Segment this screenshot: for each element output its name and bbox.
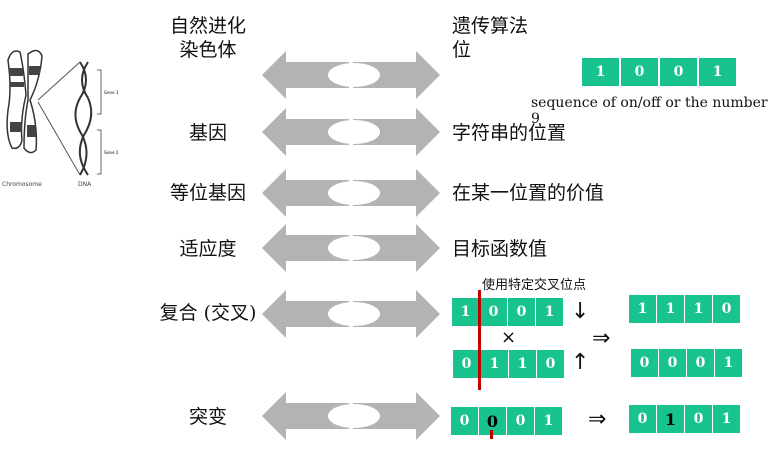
chromosome-label: Chromosome [2, 181, 42, 188]
double-arrow-icon [262, 392, 440, 440]
label-mutation: 突变 [188, 406, 227, 428]
double-arrow-icon [262, 224, 440, 272]
label-gene: 基因 [188, 122, 227, 144]
parent-2-bits: 0 1 1 0 [453, 350, 564, 378]
bit: 0 [659, 349, 686, 377]
down-arrow-icon: ↓ [571, 299, 590, 324]
bit: 0 [453, 350, 480, 378]
mutated-bit: 1 [657, 405, 684, 433]
bit: 1 [509, 350, 536, 378]
label-crossover: 复合 (交叉) [159, 302, 257, 324]
crossover-point-label: 使用特定交叉位点 [482, 278, 587, 293]
bit-text: 位 [452, 39, 472, 61]
child-2-bits: 0 0 0 1 [631, 349, 742, 377]
sequence-bits: 1 0 0 1 [582, 58, 736, 86]
label-string-position: 字符串的位置 [452, 122, 567, 144]
gene-2-label: Gene 2 [104, 150, 119, 155]
bit: 1 [629, 295, 656, 323]
bit: 0 [660, 58, 697, 86]
header-text: 自然进化 [169, 15, 246, 37]
cross-symbol: × [501, 327, 517, 348]
dna-label: DNA [78, 181, 92, 188]
label-objective-value: 目标函数值 [452, 238, 548, 260]
bit: 0 [508, 298, 535, 326]
sequence-caption: sequence of on/off or the number 9 [531, 95, 768, 127]
bit: 0 [631, 349, 658, 377]
bit: 0 [507, 407, 534, 435]
bit: 1 [481, 350, 508, 378]
bit: 1 [715, 349, 742, 377]
up-arrow-icon: ↑ [571, 350, 590, 375]
bit: 0 [713, 295, 740, 323]
bit: 0 [537, 350, 564, 378]
label-allele: 等位基因 [169, 182, 246, 204]
bit: 0 [687, 349, 714, 377]
double-arrow-icon [262, 108, 440, 156]
chromosome-dna-illustration: Gene 1 Gene 2 Chromosome DNA [2, 49, 119, 188]
bit: 0 [629, 405, 656, 433]
child-1-bits: 1 1 1 0 [629, 295, 740, 323]
mutation-before-bits: 0 0 0 1 [451, 407, 562, 435]
bit: 1 [536, 298, 563, 326]
mutation-after-bits: 0 1 0 1 [629, 405, 740, 433]
implies-arrow-icon: ⇒ [588, 407, 607, 432]
header-natural-evolution: 自然进化染色体 [128, 14, 288, 62]
double-arrow-icon [262, 169, 440, 217]
crossover-cut-line [478, 290, 481, 390]
header-text: 遗传算法 [452, 15, 529, 37]
bit: 1 [452, 298, 479, 326]
header-genetic-algorithm: 遗传算法位 [452, 14, 528, 62]
bit: 1 [699, 58, 736, 86]
label-fitness: 适应度 [179, 238, 237, 260]
bit: 0 [451, 407, 478, 435]
bit: 0 [621, 58, 658, 86]
parent-1-bits: 1 0 0 1 [452, 298, 563, 326]
bit: 1 [657, 295, 684, 323]
label-position-value: 在某一位置的价值 [452, 182, 605, 204]
gene-1-label: Gene 1 [104, 90, 119, 95]
bit: 0 [685, 405, 712, 433]
bit: 1 [685, 295, 712, 323]
bit: 1 [535, 407, 562, 435]
chromosome-text: 染色体 [179, 39, 237, 61]
bit: 1 [582, 58, 619, 86]
double-arrow-icon [262, 51, 440, 99]
double-arrow-icon [262, 290, 440, 338]
mutation-marker [490, 430, 493, 439]
bit: 1 [713, 405, 740, 433]
bit: 0 [480, 298, 507, 326]
implies-arrow-icon: ⇒ [592, 326, 611, 351]
